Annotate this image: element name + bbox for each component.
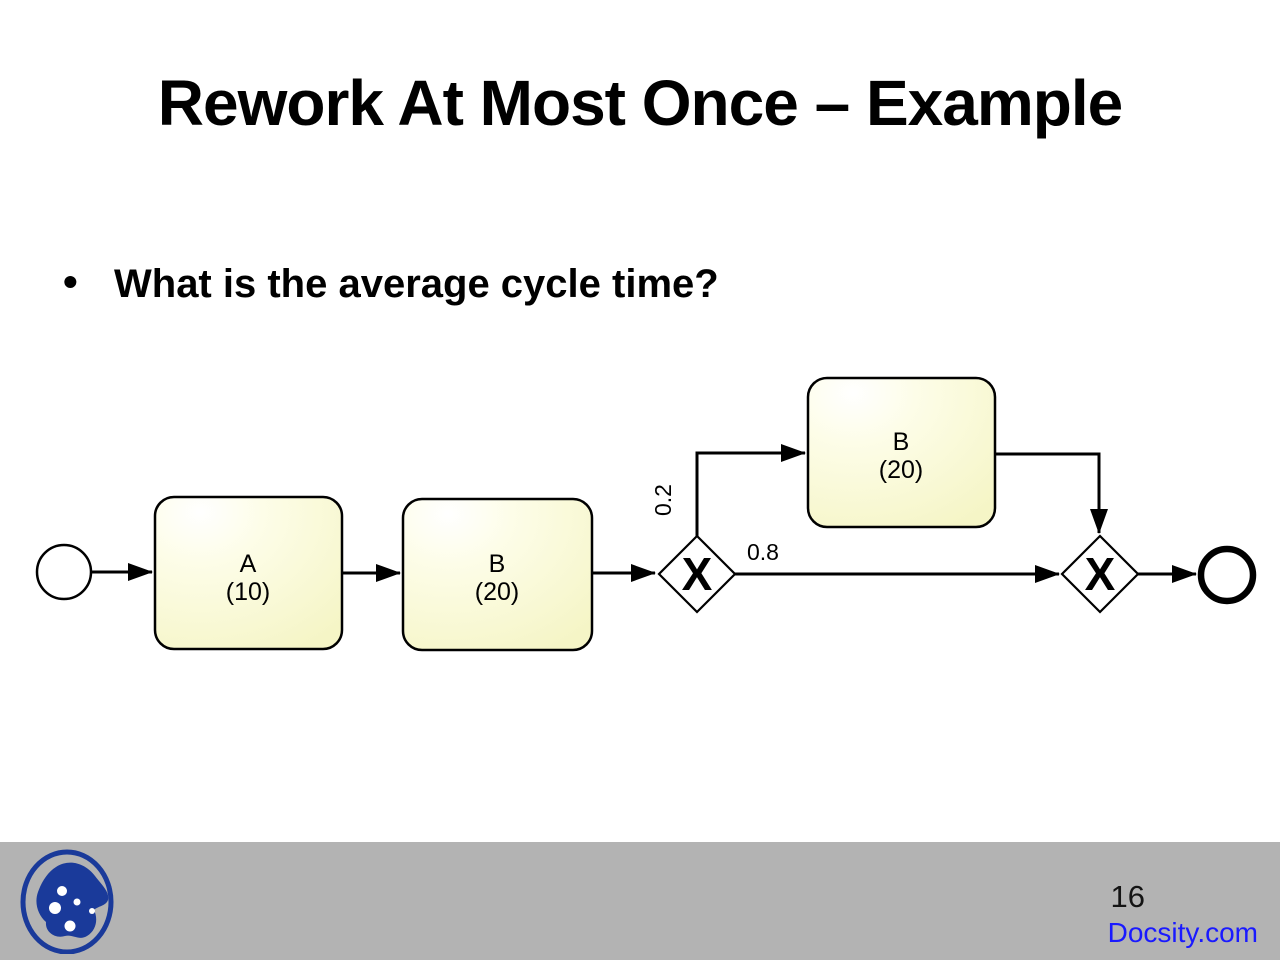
end-event-circle xyxy=(1197,545,1257,605)
logo-blob xyxy=(36,862,109,938)
logo-ring xyxy=(20,849,114,954)
xor-split-gateway xyxy=(657,534,737,614)
rework-probability-label: 0.2 xyxy=(650,484,676,516)
logo-dot xyxy=(73,898,81,906)
docsity-logo-icon xyxy=(20,849,114,954)
xor-join-gateway xyxy=(1060,534,1140,614)
logo-dot xyxy=(57,886,67,896)
task-b2-box xyxy=(806,376,997,529)
bullet-text: What is the average cycle time? xyxy=(114,262,719,306)
xor-split-gateway-symbol: X xyxy=(682,548,713,600)
task-b-box xyxy=(401,497,594,652)
page-number: 16 xyxy=(1110,879,1145,914)
logo-dot xyxy=(89,908,95,914)
flow-rework-branch-to-task-b2 xyxy=(695,444,806,537)
start-event-circle xyxy=(35,543,93,601)
task-b-duration: (20) xyxy=(475,578,519,606)
brand-link[interactable]: Docsity.com xyxy=(1107,917,1258,948)
bullet-marker: • xyxy=(63,258,78,305)
task-a-duration: (10) xyxy=(226,578,270,606)
slide-title: Rework At Most Once – Example xyxy=(157,67,1123,139)
task-a-box xyxy=(153,495,344,651)
logo-dot xyxy=(49,902,61,914)
task-b2-name: B xyxy=(893,428,910,456)
task-b2-duration: (20) xyxy=(879,456,923,484)
pass-probability-label: 0.8 xyxy=(747,539,779,565)
footer-bar xyxy=(0,842,1280,960)
flow-task-b2-to-join-gateway xyxy=(995,452,1108,534)
xor-join-gateway-symbol: X xyxy=(1085,548,1116,600)
logo-dot xyxy=(64,920,76,932)
task-a-name: A xyxy=(240,550,257,578)
task-b-name: B xyxy=(489,550,506,578)
